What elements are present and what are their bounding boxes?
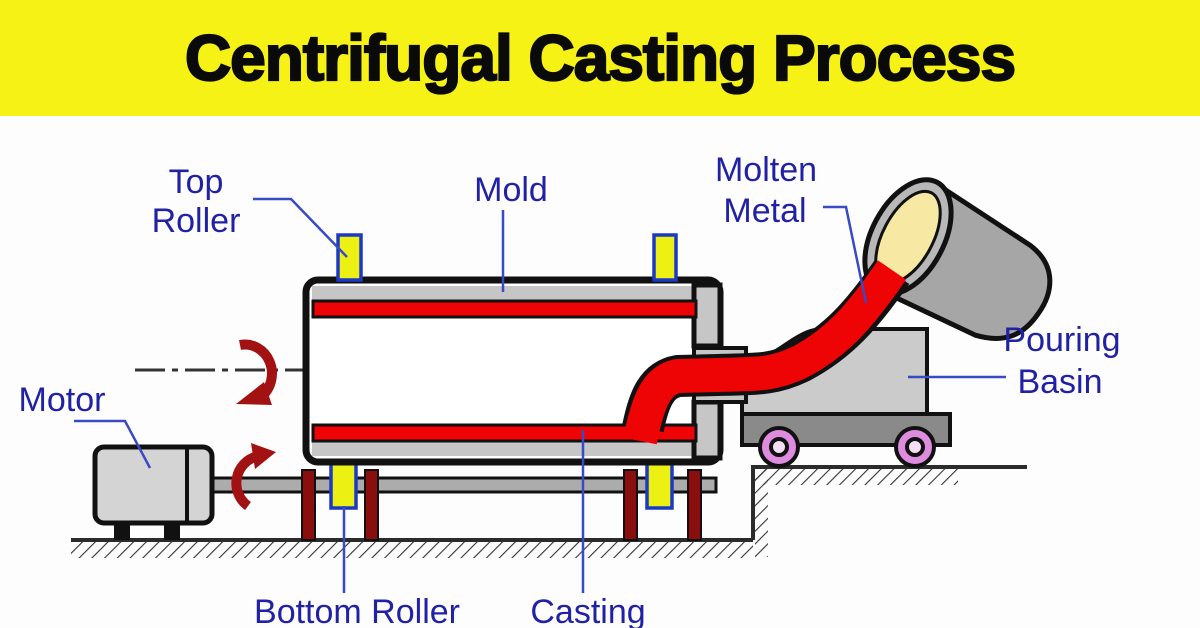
leader-motor xyxy=(74,419,152,469)
ground-hatch-lower xyxy=(71,542,753,558)
drive-shaft xyxy=(208,476,718,494)
title-banner: Centrifugal Casting Process xyxy=(0,0,1200,116)
support-post-2 xyxy=(364,469,379,541)
mold-wall-top xyxy=(312,286,715,301)
bottom-roller-left xyxy=(329,460,358,510)
label-bottom-roller: Bottom Roller xyxy=(254,593,460,628)
leader-molten-metal xyxy=(823,205,868,304)
casting-layer-top xyxy=(311,299,698,319)
label-top-roller-line1: Top xyxy=(169,163,224,201)
label-casting: Casting xyxy=(530,593,645,628)
support-post-4 xyxy=(687,469,702,541)
motor-foot-right xyxy=(164,523,180,540)
mold-lip-bottom-right xyxy=(691,399,723,461)
ground-hatch-raised xyxy=(755,469,958,485)
mold-lip-top-right xyxy=(691,282,723,349)
label-mold: Mold xyxy=(474,171,548,209)
support-post-1 xyxy=(301,469,316,541)
label-molten-metal-line1: Molten xyxy=(715,151,817,189)
rotation-arrow-lower xyxy=(231,443,276,511)
label-pouring-basin-line2: Basin xyxy=(1017,363,1102,401)
label-molten-metal-line2: Metal xyxy=(723,192,806,230)
trolley-wheel-left-hub xyxy=(769,437,789,457)
molten-stream xyxy=(623,260,907,445)
label-motor: Motor xyxy=(19,381,106,419)
ground-hatch-step-wall xyxy=(755,467,768,557)
ladle xyxy=(862,177,1053,341)
motor-foot-left xyxy=(114,523,130,540)
support-post-3 xyxy=(623,469,638,541)
leader-top-roller xyxy=(253,197,348,258)
rotation-arrow-upper xyxy=(236,339,277,405)
mold-wall-bottom xyxy=(312,441,715,456)
label-pouring-basin-line1: Pouring xyxy=(1003,321,1120,359)
trolley-wheel-right-hub xyxy=(905,437,925,457)
casting-layer-bottom xyxy=(311,423,698,443)
page-title: Centrifugal Casting Process xyxy=(184,21,1017,95)
label-top-roller-line2: Roller xyxy=(152,202,241,240)
bottom-roller-right xyxy=(645,460,674,510)
top-roller-right xyxy=(652,233,678,282)
top-roller-left xyxy=(336,233,363,282)
motor-body xyxy=(92,444,215,526)
